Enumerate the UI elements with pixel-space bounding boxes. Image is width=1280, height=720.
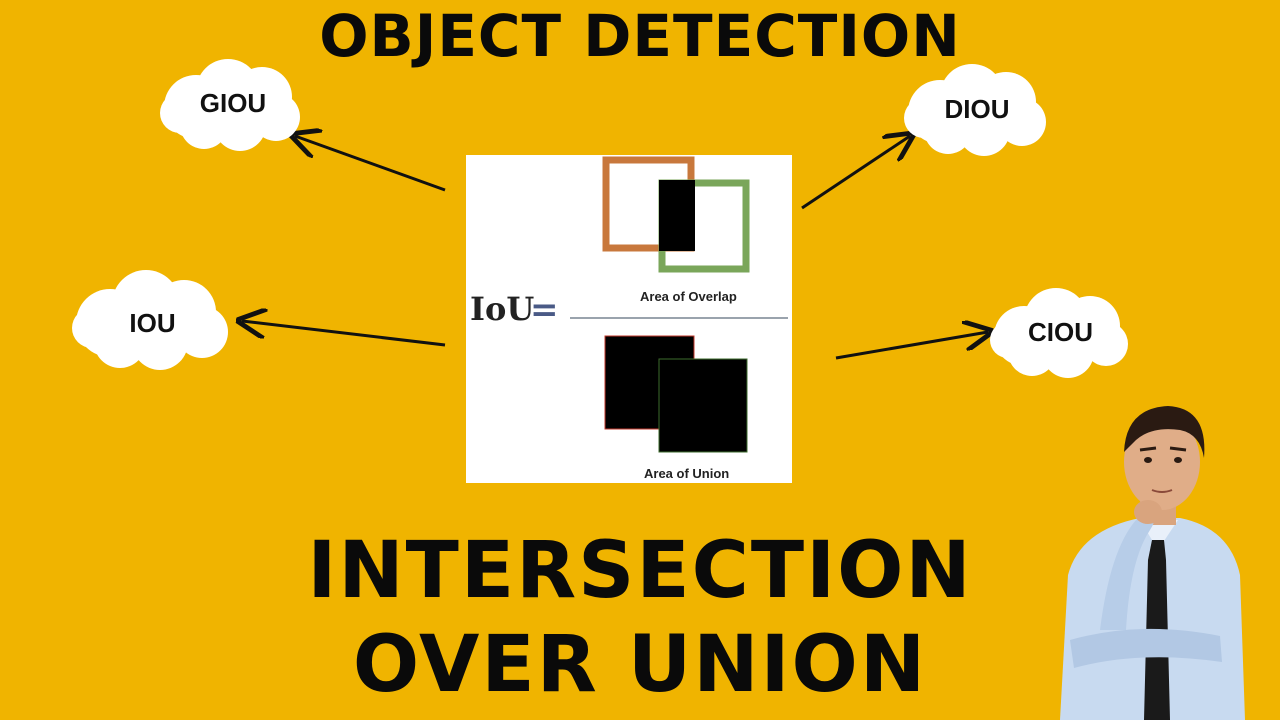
arrow-to-ciou — [835, 332, 988, 360]
arrow-to-iou — [242, 321, 446, 347]
arrow-to-diou — [801, 136, 910, 210]
overlap-region — [659, 180, 695, 251]
cloud-diou: DIOU — [902, 60, 1052, 160]
cloud-iou: IOU — [70, 268, 228, 370]
equals-sign: = — [530, 290, 559, 330]
iou-boxes-figure — [602, 156, 750, 453]
cloud-label-iou: IOU — [129, 308, 176, 338]
cloud-icon — [990, 288, 1128, 378]
caption-area-of-union: Area of Union — [644, 466, 730, 481]
union-box-right — [658, 358, 748, 453]
headline-line-1: INTERSECTION — [307, 526, 973, 616]
cloud-icon — [72, 270, 228, 370]
thinking-man-image — [1060, 406, 1245, 720]
caption-area-of-overlap: Area of Overlap — [640, 289, 737, 304]
cloud-label-diou: DIOU — [944, 94, 1010, 124]
cloud-label-giou: GIOU — [199, 88, 267, 118]
cloud-label-ciou: CIOU — [1028, 317, 1093, 347]
cloud-icon — [160, 59, 300, 151]
iou-symbol: IoU — [470, 290, 535, 328]
cloud-ciou: CIOU — [988, 284, 1138, 384]
cloud-icon — [904, 64, 1046, 156]
cloud-giou: GIOU — [158, 55, 308, 155]
headline-line-2: OVER UNION — [352, 620, 928, 710]
arrow-to-giou — [295, 136, 446, 192]
fraction-bar — [570, 317, 788, 319]
page-title: OBJECT DETECTION — [319, 2, 961, 70]
